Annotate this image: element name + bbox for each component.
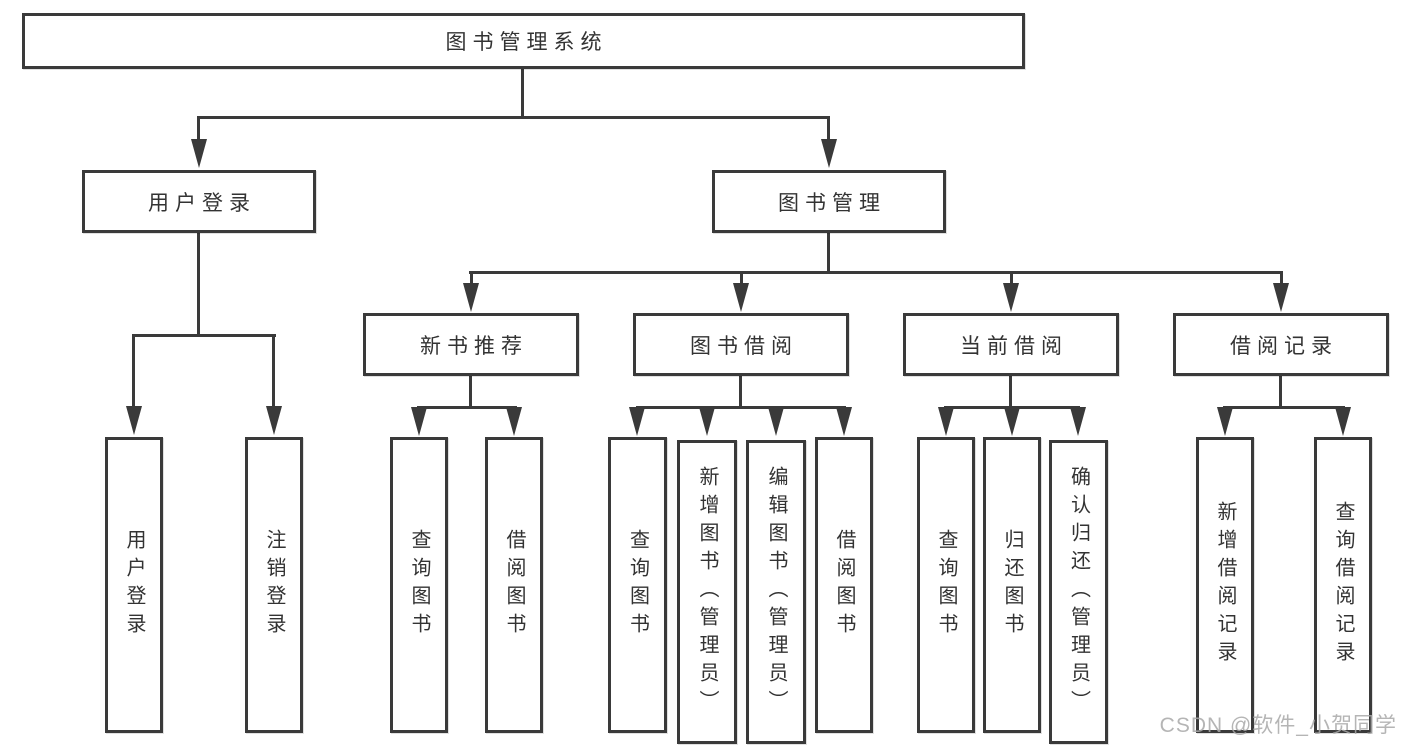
- node-cb-return-books: 归还图书: [983, 437, 1041, 733]
- node-book-borrowing: 图书借阅: [633, 313, 849, 376]
- connector-line: [197, 116, 830, 119]
- node-label: 查询借阅记录: [1332, 501, 1354, 669]
- connector-line: [470, 271, 473, 284]
- connector-line: [132, 334, 276, 337]
- node-bb-borrow-books: 借阅图书: [815, 437, 873, 733]
- node-bb-edit-books-admin: 编辑图书（管理员）: [746, 440, 806, 744]
- arrow-down-icon: [1070, 407, 1086, 436]
- node-borrowing-records: 借阅记录: [1173, 313, 1389, 376]
- connector-line: [636, 406, 846, 409]
- arrow-down-icon: [1004, 407, 1020, 436]
- connector-line: [469, 271, 1283, 274]
- arrow-down-icon: [1003, 283, 1019, 312]
- arrow-down-icon: [836, 407, 852, 436]
- node-label: 借阅记录: [1230, 334, 1338, 358]
- node-nbr-query-books: 查询图书: [390, 437, 448, 733]
- arrow-down-icon: [463, 283, 479, 312]
- node-bb-add-books-admin: 新增图书（管理员）: [677, 440, 737, 744]
- connector-line: [1279, 376, 1282, 409]
- node-label: 查询图书: [626, 529, 649, 641]
- node-label: 借阅图书: [833, 529, 855, 641]
- connector-line: [1280, 271, 1283, 284]
- node-current-borrowing: 当前借阅: [903, 313, 1119, 376]
- connector-line: [1010, 271, 1013, 284]
- arrow-down-icon: [266, 406, 282, 435]
- arrow-down-icon: [938, 407, 954, 436]
- node-label: 查询图书: [408, 529, 430, 641]
- node-label: 注销登录: [263, 529, 285, 641]
- arrow-down-icon: [411, 407, 427, 436]
- node-bb-query-books: 查询图书: [608, 437, 667, 733]
- arrow-down-icon: [629, 407, 645, 436]
- node-library-management-system: 图书管理系统: [22, 13, 1025, 69]
- connector-line: [132, 334, 135, 406]
- node-label: 用户登录: [148, 191, 256, 215]
- node-cb-query-books: 查询图书: [917, 437, 975, 733]
- arrow-down-icon: [1273, 283, 1289, 312]
- arrow-down-icon: [699, 407, 715, 436]
- node-user-login: 用户登录: [105, 437, 163, 733]
- csdn-watermark: CSDN @软件_小贺同学: [1159, 714, 1397, 737]
- connector-line: [197, 233, 200, 337]
- node-br-query-record: 查询借阅记录: [1314, 437, 1372, 733]
- node-label: 图书借阅: [690, 334, 798, 358]
- node-user-login-module: 用户登录: [82, 170, 316, 233]
- arrow-down-icon: [1335, 407, 1351, 436]
- node-nbr-borrow-books: 借阅图书: [485, 437, 543, 733]
- node-label: 新增借阅记录: [1214, 501, 1236, 669]
- connector-line: [739, 376, 742, 409]
- node-label: 图书管理: [778, 191, 886, 215]
- connector-line: [197, 116, 200, 140]
- arrow-down-icon: [821, 139, 837, 168]
- node-logout: 注销登录: [245, 437, 303, 733]
- arrow-down-icon: [126, 406, 142, 435]
- node-label: 确认归还（管理员）: [1067, 466, 1090, 718]
- arrow-down-icon: [768, 407, 784, 436]
- node-cb-confirm-return-admin: 确认归还（管理员）: [1049, 440, 1108, 744]
- connector-line: [827, 233, 830, 274]
- arrow-down-icon: [191, 139, 207, 168]
- node-label: 当前借阅: [960, 334, 1068, 358]
- node-label: 新增图书（管理员）: [696, 466, 718, 718]
- connector-line: [417, 406, 517, 409]
- node-book-management-module: 图书管理: [712, 170, 946, 233]
- arrow-down-icon: [733, 283, 749, 312]
- node-label: 新书推荐: [420, 334, 528, 358]
- arrow-down-icon: [1217, 407, 1233, 436]
- connector-line: [521, 69, 524, 119]
- node-label: 借阅图书: [503, 529, 525, 641]
- connector-line: [827, 116, 830, 140]
- node-label: 编辑图书（管理员）: [765, 466, 787, 718]
- node-label: 归还图书: [1001, 529, 1023, 641]
- connector-line: [1009, 376, 1012, 409]
- connector-line: [469, 376, 472, 409]
- arrow-down-icon: [506, 407, 522, 436]
- node-new-book-recommend: 新书推荐: [363, 313, 579, 376]
- node-label: 查询图书: [935, 529, 957, 641]
- node-label: 用户登录: [123, 529, 145, 641]
- connector-line: [272, 334, 275, 406]
- connector-line: [740, 271, 743, 284]
- node-label: 图书管理系统: [445, 31, 608, 54]
- connector-line: [1223, 406, 1345, 409]
- node-br-add-record: 新增借阅记录: [1196, 437, 1254, 733]
